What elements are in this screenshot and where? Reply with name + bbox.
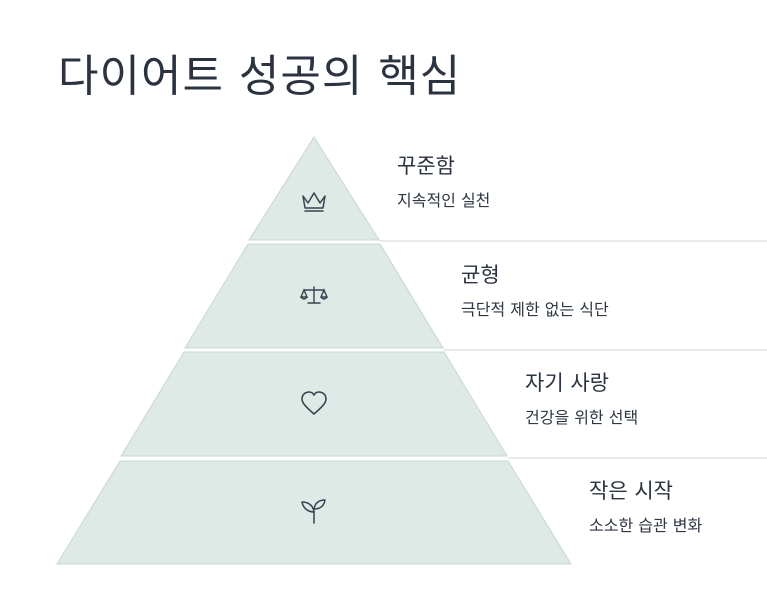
level-subtext: 소소한 습관 변화 (589, 516, 703, 535)
pyramid-tier-1 (248, 136, 380, 241)
crown-icon (302, 192, 326, 212)
level-label-1: 꾸준함 지속적인 실천 (397, 153, 490, 211)
heart-icon (301, 391, 327, 415)
pyramid-tier-3 (120, 351, 508, 457)
level-subtext: 지속적인 실천 (397, 191, 491, 210)
page-title: 다이어트 성공의 핵심 (58, 51, 462, 102)
level-heading: 자기 사랑 (525, 371, 609, 395)
level-heading: 꾸준함 (397, 154, 455, 178)
sprout-icon (301, 499, 326, 524)
level-subtext: 건강을 위한 선택 (525, 408, 639, 427)
level-label-3: 자기 사랑 건강을 위한 선택 (525, 370, 638, 428)
level-label-4: 작은 시작 소소한 습관 변화 (589, 478, 702, 536)
level-heading: 균형 (461, 263, 500, 287)
level-subtext: 극단적 제한 없는 식단 (461, 300, 609, 319)
balance-scale-icon (299, 286, 329, 304)
level-label-2: 균형 극단적 제한 없는 식단 (461, 262, 609, 320)
level-heading: 작은 시작 (589, 479, 673, 503)
